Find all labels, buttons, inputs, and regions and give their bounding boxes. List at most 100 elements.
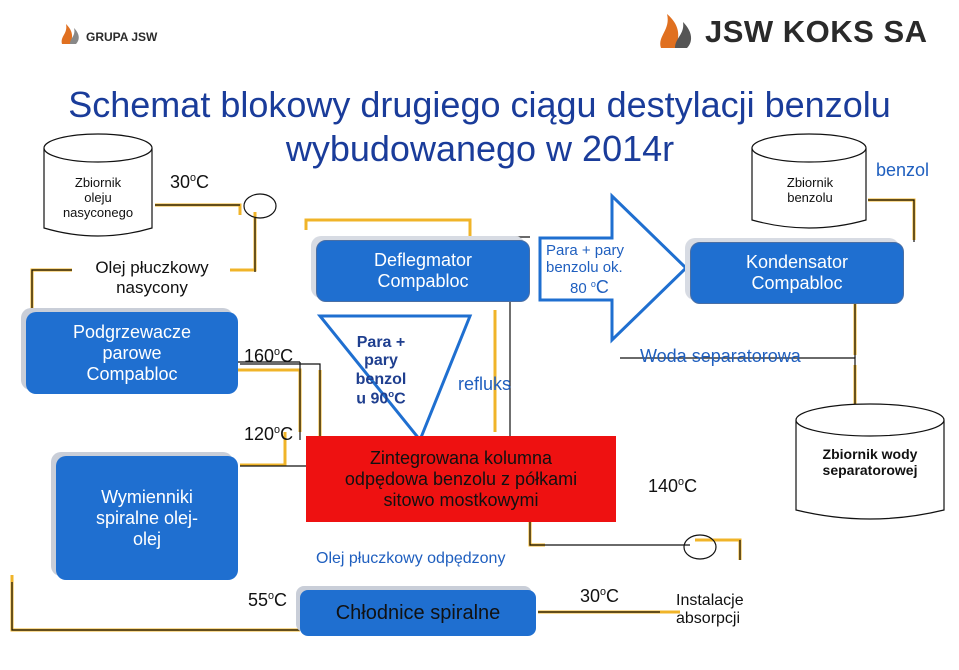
- exchangers-line-2: spiralne olej-: [95, 507, 199, 528]
- kondensator-box: Kondensator Compabloc: [690, 242, 904, 304]
- unit-c: C: [280, 346, 294, 366]
- heaters-line-1: Podgrzewacze: [72, 321, 192, 342]
- benzol-tank-shape: [751, 148, 867, 229]
- column-line-3: sitowo mostkowymi: [383, 489, 539, 510]
- oil-in-label: Olej płuczkowy nasycony: [72, 258, 232, 297]
- exchangers-line-1: Wymienniki: [101, 486, 193, 507]
- arrow-text-label: Para + pary benzolu ok. 80 oC: [540, 242, 650, 297]
- vapor-label: Para + pary benzol u 90oC: [346, 334, 416, 409]
- column-line-2: odpędowa benzolu z półkami: [344, 468, 578, 489]
- degree-sup: o: [590, 278, 596, 289]
- page-subtitle: wybudowanego w 2014r: [285, 128, 675, 169]
- reflux-label: refluks: [458, 374, 511, 395]
- temp-30b-label: 30oC: [580, 586, 619, 607]
- vapor-line-1: Para +: [356, 334, 406, 351]
- temp-140-label: 140oC: [648, 476, 697, 497]
- grupa-jsw-text: GRUPA JSW: [86, 30, 158, 44]
- temp-30-value: 30: [170, 172, 191, 192]
- degree-sup: o: [678, 476, 685, 488]
- oil-tank-line-3: nasyconego: [62, 204, 134, 220]
- water-tank-line-1: Zbiornik wody: [822, 446, 918, 462]
- exchangers-box: Wymienniki spiralne olej- olej: [56, 456, 238, 580]
- unit-c: C: [606, 586, 620, 606]
- temp-30b-value: 30: [580, 586, 601, 606]
- heaters-box: Podgrzewacze parowe Compabloc: [26, 312, 238, 394]
- arrow-text-line-2: benzolu ok.: [546, 259, 623, 277]
- temp-55-label: 55oC: [248, 590, 287, 611]
- jsw-koks-logo: JSW KOKS SA: [655, 8, 927, 54]
- unit-c: C: [196, 172, 210, 192]
- water-tank-label: Zbiornik wody separatorowej: [800, 446, 940, 478]
- page-title: Schemat blokowy drugiego ciągu destylacj…: [68, 84, 891, 125]
- pump2-line: [695, 538, 742, 560]
- oil-stripped-label: Olej płuczkowy odpędzony: [316, 550, 505, 568]
- oil-tank-shape: [43, 148, 153, 237]
- oil-tank-line-1: Zbiornik: [74, 175, 122, 190]
- stripped-oil-line: [528, 520, 545, 547]
- jsw-koks-text: JSW KOKS SA: [705, 14, 928, 49]
- heaters-line-2: parowe: [102, 342, 162, 363]
- reflux-text: refluks: [458, 374, 512, 394]
- degree-sup: o: [274, 424, 281, 436]
- pump-line: [230, 212, 257, 272]
- benzol-out-text: benzol: [876, 160, 930, 180]
- exchangers-line-3: olej: [132, 528, 162, 549]
- unit-c: C: [280, 424, 294, 444]
- pump-1-icon: [243, 193, 277, 219]
- column-line-1: Zintegrowana kolumna: [369, 447, 553, 468]
- temp-140-value: 140: [648, 476, 679, 496]
- degree-sup: o: [600, 586, 607, 598]
- benzol-tank-label: Zbiornik benzolu: [758, 175, 862, 206]
- arrow-text-line-3: 80: [570, 279, 587, 297]
- benzol-out-label: benzol: [876, 160, 929, 181]
- arrow-text-line-1: Para + pary: [546, 242, 624, 259]
- degree-sup: o: [190, 172, 197, 184]
- unit-c: C: [684, 476, 698, 496]
- heaters-line-3: Compabloc: [86, 363, 178, 384]
- vapor-line-2: pary: [364, 352, 398, 370]
- deflegmator-box: Deflegmator Compabloc: [316, 240, 530, 302]
- vapor-arrow-icon: [538, 192, 689, 344]
- temp-160-value: 160: [244, 346, 275, 366]
- vapor-line-4: u 90: [356, 390, 389, 408]
- degree-sup: o: [274, 346, 281, 358]
- temp-120-value: 120: [244, 424, 275, 444]
- pump-2-icon: [683, 534, 717, 560]
- absorption-line-2: absorpcji: [676, 610, 741, 628]
- deflegmator-line: [304, 218, 472, 236]
- water-text: Woda separatorowa: [640, 346, 801, 366]
- flame-icon: [61, 24, 79, 44]
- oil-in-line-2: nasycony: [116, 277, 188, 297]
- deflegmator-line-1: Deflegmator: [373, 250, 473, 270]
- unit-c: C: [274, 590, 288, 610]
- unit-c: C: [394, 390, 406, 408]
- oil-in-line-1: Olej płuczkowy: [95, 258, 209, 277]
- temp-30-label: 30oC: [170, 172, 209, 193]
- vapor-line-3: benzol: [355, 370, 407, 388]
- degree-sup: o: [268, 590, 275, 602]
- oil-to-heaters-line: [30, 268, 72, 315]
- kondensator-line-1: Kondensator: [745, 252, 849, 272]
- absorption-label: Instalacje absorpcji: [676, 592, 766, 629]
- water-label: Woda separatorowa: [640, 346, 801, 367]
- absorption-line-1: Instalacje: [676, 592, 744, 609]
- coolers-box: Chłodnice spiralne: [300, 590, 536, 636]
- deflegmator-line-2: Compabloc: [377, 271, 469, 291]
- temp-160-label: 160oC: [244, 346, 293, 367]
- water-tank-line-2: separatorowej: [822, 462, 918, 479]
- heater-out-line: [232, 368, 302, 432]
- coolers-label: Chłodnice spiralne: [335, 601, 501, 624]
- flame-icon: [660, 14, 692, 48]
- unit-c: C: [595, 276, 609, 297]
- oil-feed-line: [155, 203, 242, 215]
- oil-tank-label: Zbiornik oleju nasyconego: [48, 175, 148, 221]
- water-tank-shape: [795, 420, 945, 520]
- benzol-tank-line-2: benzolu: [787, 189, 833, 205]
- benzol-tank-line-1: Zbiornik: [786, 175, 834, 190]
- column-box: Zintegrowana kolumna odpędowa benzolu z …: [306, 436, 616, 522]
- vapor-triangle-icon: [316, 314, 473, 443]
- oil-tank-line-2: oleju: [84, 189, 112, 205]
- benzol-line: [868, 198, 916, 240]
- kondensator-line-2: Compabloc: [751, 273, 843, 293]
